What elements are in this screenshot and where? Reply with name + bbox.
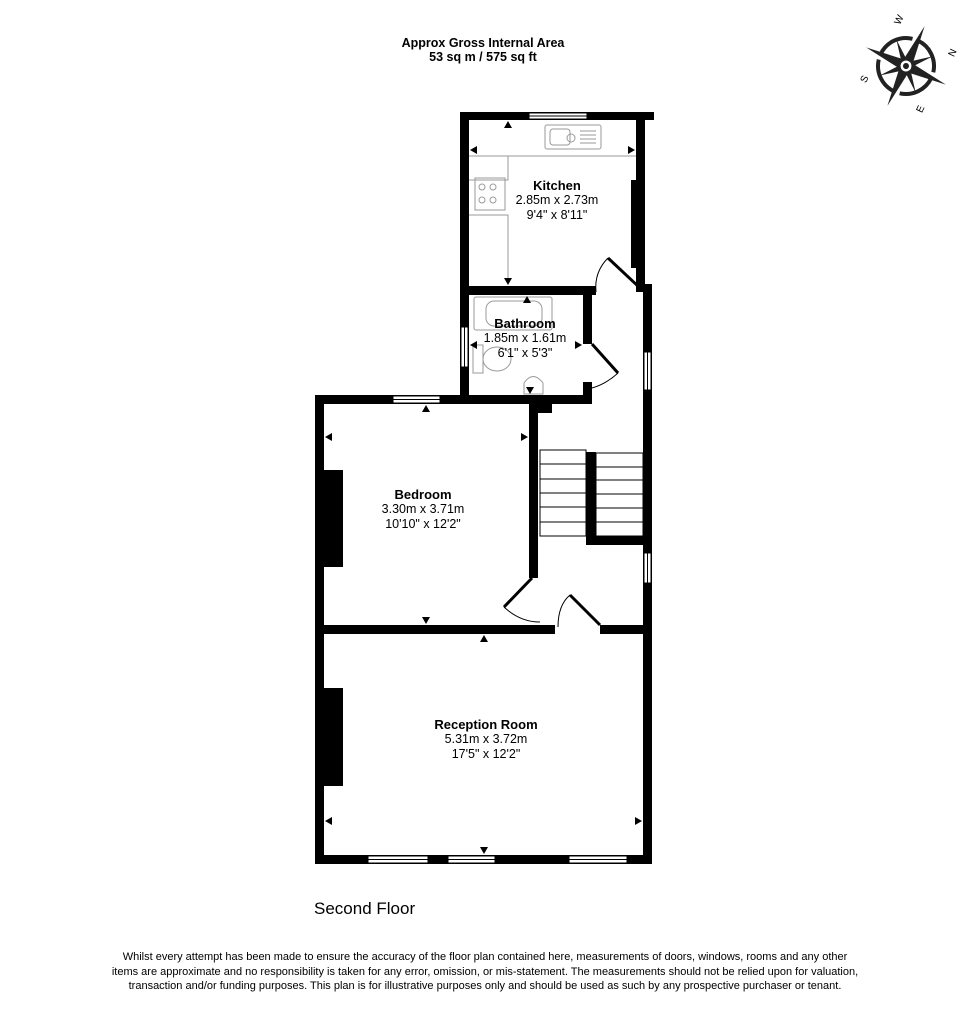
compass-north: N	[947, 47, 960, 58]
room-label-bedroom: Bedroom 3.30m x 3.71m 10'10" x 12'2"	[363, 487, 483, 532]
gross-internal-area: Approx Gross Internal Area 53 sq m / 575…	[0, 36, 966, 64]
room-imperial: 10'10" x 12'2"	[385, 517, 461, 531]
room-metric: 2.85m x 2.73m	[515, 193, 599, 207]
room-imperial: 6'1" x 5'3"	[497, 346, 553, 360]
area-value: 53 sq m / 575 sq ft	[429, 50, 537, 64]
room-name: Bathroom	[494, 316, 556, 331]
compass-south: S	[859, 74, 872, 85]
area-title: Approx Gross Internal Area	[401, 36, 565, 50]
room-name: Kitchen	[533, 178, 581, 193]
windows	[367, 112, 652, 864]
walls	[315, 112, 654, 864]
compass-rose-icon: W N S E	[859, 13, 960, 115]
fixtures	[469, 124, 636, 395]
room-metric: 3.30m x 3.71m	[381, 502, 465, 516]
room-label-reception: Reception Room 5.31m x 3.72m 17'5" x 12'…	[416, 717, 556, 762]
room-label-bathroom: Bathroom 1.85m x 1.61m 6'1" x 5'3"	[465, 316, 585, 361]
floor-plan	[315, 112, 654, 864]
basin-icon	[523, 376, 544, 395]
room-metric: 5.31m x 3.72m	[444, 732, 528, 746]
disclaimer: Whilst every attempt has been made to en…	[111, 951, 859, 992]
room-name: Reception Room	[434, 717, 538, 732]
room-metric: 1.85m x 1.61m	[483, 331, 567, 345]
stairs	[539, 449, 644, 537]
bath-icon	[473, 296, 553, 331]
room-imperial: 9'4" x 8'11"	[526, 208, 588, 222]
room-name: Bedroom	[394, 487, 452, 502]
doors	[502, 256, 642, 628]
room-label-kitchen: Kitchen 2.85m x 2.73m 9'4" x 8'11"	[497, 178, 617, 223]
compass-east: E	[915, 104, 928, 115]
floor-name: Second Floor	[314, 899, 416, 918]
room-imperial: 17'5" x 12'2"	[451, 747, 521, 761]
hob-icon	[474, 177, 506, 211]
measurement-arrows	[325, 121, 642, 854]
kitchen-sink-icon	[544, 124, 602, 150]
